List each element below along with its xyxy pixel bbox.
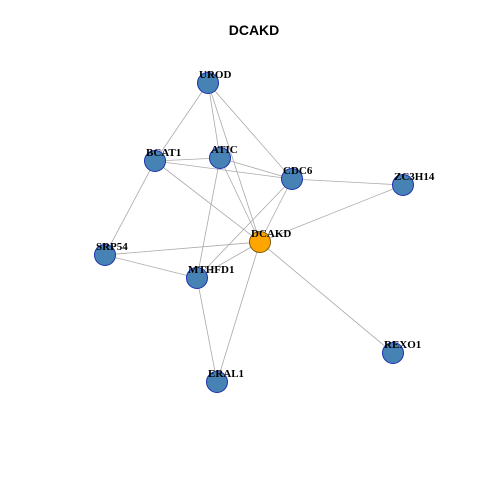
node-label-srp54: SRP54 — [96, 241, 128, 253]
edge-srp54-mthfd1 — [104, 254, 198, 279]
node-atic[interactable] — [209, 147, 231, 169]
edges-layer — [104, 82, 404, 383]
node-label-dcakd: DCAKD — [251, 228, 291, 240]
edge-dcakd-rexo1 — [259, 241, 394, 354]
node-zc3h14[interactable] — [392, 174, 414, 196]
node-mthfd1[interactable] — [186, 267, 208, 289]
edge-atic-dcakd — [219, 157, 261, 243]
node-label-cdc6: CDC6 — [283, 165, 313, 177]
edge-dcakd-eral1 — [216, 241, 261, 383]
edge-cdc6-mthfd1 — [196, 178, 293, 279]
node-rexo1[interactable] — [382, 342, 404, 364]
node-cdc6[interactable] — [281, 168, 303, 190]
edge-urod-bcat1 — [154, 82, 209, 162]
node-eral1[interactable] — [206, 371, 228, 393]
edge-bcat1-cdc6 — [154, 160, 293, 180]
diagram-title: DCAKD — [229, 22, 280, 38]
edge-mthfd1-eral1 — [196, 277, 218, 383]
edge-bcat1-srp54 — [104, 160, 156, 256]
edge-cdc6-zc3h14 — [291, 178, 404, 186]
node-dcakd[interactable] — [249, 231, 271, 253]
edge-cdc6-dcakd — [259, 178, 293, 243]
node-label-atic: ATIC — [211, 144, 238, 156]
edge-bcat1-dcakd — [154, 160, 261, 243]
edge-dcakd-srp54 — [104, 241, 261, 256]
node-label-bcat1: BCAT1 — [146, 147, 181, 159]
nodes-layer — [94, 72, 414, 393]
node-srp54[interactable] — [94, 244, 116, 266]
node-label-mthfd1: MTHFD1 — [188, 264, 234, 276]
node-label-urod: UROD — [199, 69, 231, 81]
node-label-rexo1: REXO1 — [384, 339, 421, 351]
node-bcat1[interactable] — [144, 150, 166, 172]
edge-urod-cdc6 — [207, 82, 293, 180]
node-label-zc3h14: ZC3H14 — [394, 171, 435, 183]
node-urod[interactable] — [197, 72, 219, 94]
edge-urod-atic — [207, 82, 221, 159]
edge-atic-mthfd1 — [196, 157, 221, 279]
edge-zc3h14-dcakd — [259, 184, 404, 243]
edge-atic-cdc6 — [219, 157, 293, 180]
edge-dcakd-mthfd1 — [196, 241, 261, 279]
node-label-eral1: ERAL1 — [208, 368, 244, 380]
